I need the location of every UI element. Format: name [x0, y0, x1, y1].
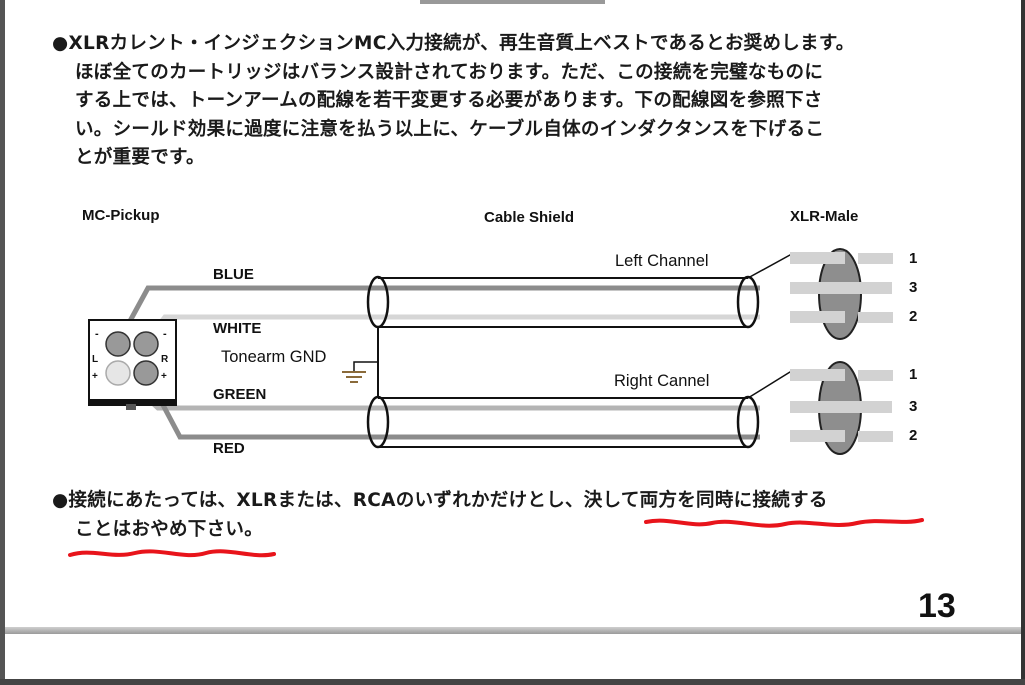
pickup-mark-plus: + — [92, 371, 98, 382]
frame-left-edge — [0, 0, 5, 685]
wire-label-blue: BLUE — [213, 266, 254, 283]
white-wire — [143, 314, 380, 345]
pickup-mark-right: R — [161, 354, 169, 365]
page-number: 13 — [918, 587, 956, 625]
xlr-connector-left — [790, 248, 893, 340]
tonearm-gnd-label: Tonearm GND — [221, 348, 327, 366]
note-line: ことはおやめ下さい。 — [52, 516, 828, 545]
intro-line: ほぼ全てのカートリッジはバランス設計されております。ただ、この接続を完璧なものに — [75, 61, 824, 83]
note-emphasis-cont: ことはおやめ下さい。 — [75, 518, 264, 540]
xlr-left-pin-2: 2 — [909, 308, 918, 325]
note-line: ●接続にあたっては、XLRまたは、RCAのいずれかだけとし、決して両方を同時に接… — [52, 490, 828, 511]
xlr-left-pin-1: 1 — [909, 250, 918, 267]
intro-paragraph: ●XLRカレント・インジェクションMC入力接続が、再生音質上ベストであるとお奨め… — [52, 30, 855, 173]
wire-label-red: RED — [213, 440, 245, 457]
wire-label-white: WHITE — [213, 320, 262, 337]
pickup-mark-left: L — [92, 354, 98, 365]
cable-left-channel — [366, 275, 760, 329]
heading-xlr-male: XLR-Male — [790, 208, 859, 225]
pickup-pin-red — [133, 360, 159, 386]
pickup-mark-plus: + — [161, 371, 167, 382]
intro-line: とが重要です。 — [75, 147, 205, 168]
top-edge-mark — [420, 0, 605, 4]
pickup-mark-minus: - — [95, 328, 99, 340]
xlr-connector-right — [790, 361, 893, 455]
left-channel-label: Left Channel — [615, 252, 709, 270]
intro-line: ●XLRカレント・インジェクションMC入力接続が、再生音質上ベストであるとお奨め… — [52, 33, 855, 54]
frame-bottom-edge — [0, 679, 1025, 685]
bullet-icon: ● — [52, 33, 69, 54]
xlr-right-pin-2: 2 — [909, 427, 918, 444]
xlr-right-pin-1: 1 — [909, 366, 918, 383]
warning-note: ●接続にあたっては、XLRまたは、RCAのいずれかだけとし、決して両方を同時に接… — [52, 487, 828, 544]
pickup-pin-white — [133, 331, 159, 357]
wire-label-green: GREEN — [213, 386, 267, 403]
xlr-right-pin-3: 3 — [909, 398, 918, 415]
pickup-pin-blue — [105, 331, 131, 357]
pickup-pin-green — [105, 360, 131, 386]
right-channel-label: Right Cannel — [614, 372, 710, 390]
intro-line: い。シールド効果に過度に注意を払う以上に、ケーブル自体のインダクタンスを下げるこ — [75, 118, 825, 140]
pickup-box: L R + - - + — [88, 319, 177, 410]
heading-mc-pickup: MC-Pickup — [82, 207, 160, 224]
red-wire — [143, 371, 380, 440]
intro-line: する上では、トーンアームの配線を若干変更する必要があります。下の配線図を参照下さ — [75, 90, 823, 111]
pickup-mark-minus: - — [163, 328, 167, 340]
bullet-icon: ● — [52, 490, 69, 511]
xlr-left-pin-3: 3 — [909, 279, 918, 296]
heading-cable-shield: Cable Shield — [484, 209, 575, 226]
tonearm-ground-symbol — [342, 327, 379, 398]
cable-right-channel — [366, 395, 760, 449]
frame-right-edge — [1021, 0, 1025, 685]
note-emphasis: 決して両方を同時に接続する — [583, 490, 828, 511]
footer-rule — [5, 627, 1021, 634]
